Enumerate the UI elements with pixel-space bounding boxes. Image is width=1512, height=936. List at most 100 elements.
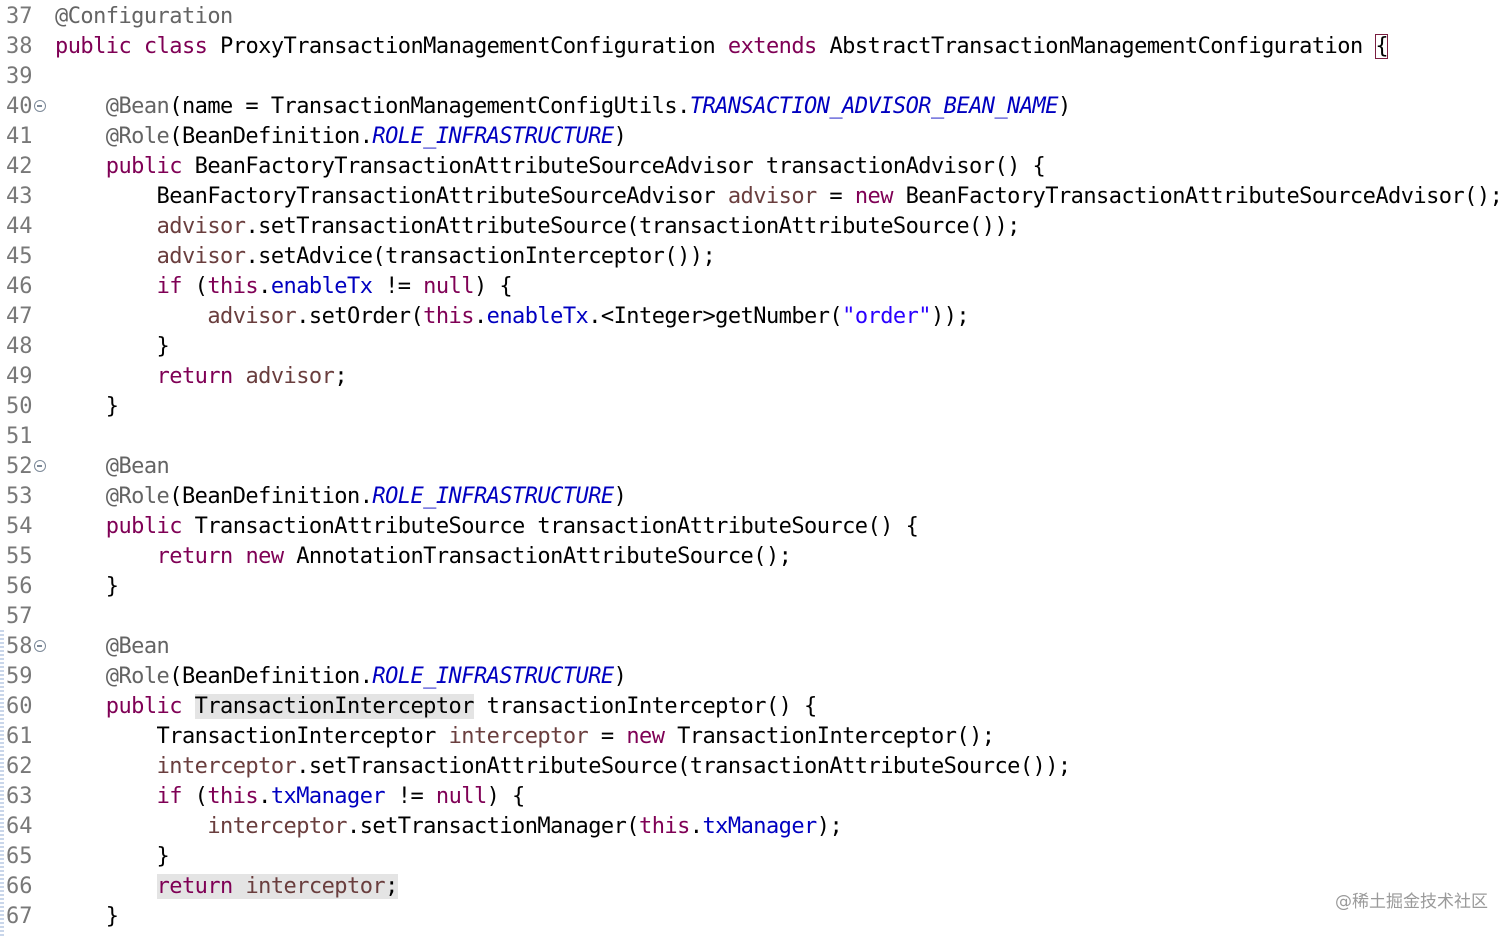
code-line[interactable]: 53 @Role(BeanDefinition.ROLE_INFRASTRUCT… xyxy=(0,482,1512,512)
code-line[interactable]: 60 public TransactionInterceptor transac… xyxy=(0,692,1512,722)
code-line[interactable]: 41 @Role(BeanDefinition.ROLE_INFRASTRUCT… xyxy=(0,122,1512,152)
code-line[interactable]: 37@Configuration xyxy=(0,2,1512,32)
code-text: public TransactionInterceptor transactio… xyxy=(55,692,817,722)
code-token: ; xyxy=(385,874,398,899)
code-token: if xyxy=(156,784,183,809)
line-number: 38 xyxy=(6,34,33,59)
code-token: null xyxy=(435,784,487,809)
code-text: @Bean xyxy=(55,632,170,662)
code-text: @Role(BeanDefinition.ROLE_INFRASTRUCTURE… xyxy=(55,482,627,512)
code-token: (BeanDefinition. xyxy=(169,484,373,509)
code-line[interactable]: 56 } xyxy=(0,572,1512,602)
code-token xyxy=(55,874,157,899)
code-text: advisor.setOrder(this.enableTx.<Integer>… xyxy=(55,302,969,332)
code-token xyxy=(55,304,207,329)
code-line[interactable]: 43 BeanFactoryTransactionAttributeSource… xyxy=(0,182,1512,212)
line-number: 65 xyxy=(6,844,33,869)
code-text: advisor.setTransactionAttributeSource(tr… xyxy=(55,212,1021,242)
code-text: if (this.txManager != null) { xyxy=(55,782,526,812)
code-token: != xyxy=(372,274,424,299)
code-line[interactable]: 59 @Role(BeanDefinition.ROLE_INFRASTRUCT… xyxy=(0,662,1512,692)
code-line[interactable]: 65 } xyxy=(0,842,1512,872)
code-token xyxy=(55,814,207,839)
code-line[interactable]: 66 return interceptor; xyxy=(0,872,1512,902)
code-token: advisor xyxy=(156,244,246,269)
code-token xyxy=(55,94,106,119)
code-token: .setOrder( xyxy=(296,304,424,329)
code-line[interactable]: 64 interceptor.setTransactionManager(thi… xyxy=(0,812,1512,842)
code-token: .setTransactionAttributeSource(transacti… xyxy=(296,754,1071,779)
code-line[interactable]: 57 xyxy=(0,602,1512,632)
code-token: } xyxy=(55,334,170,359)
code-line[interactable]: 39 xyxy=(0,62,1512,92)
code-token xyxy=(131,34,144,59)
code-text: BeanFactoryTransactionAttributeSourceAdv… xyxy=(55,182,1503,212)
code-line[interactable]: 40 @Bean(name = TransactionManagementCon… xyxy=(0,92,1512,122)
code-token xyxy=(232,874,246,899)
code-token: new xyxy=(854,184,894,209)
code-token: public xyxy=(105,514,183,539)
fold-collapse-icon[interactable] xyxy=(34,640,46,652)
code-line[interactable]: 47 advisor.setOrder(this.enableTx.<Integ… xyxy=(0,302,1512,332)
code-token: (BeanDefinition. xyxy=(169,664,373,689)
line-number: 66 xyxy=(6,874,33,899)
code-token: TRANSACTION_ADVISOR_BEAN_NAME xyxy=(689,94,1059,119)
code-token: ) xyxy=(613,664,627,689)
code-token: null xyxy=(423,274,474,299)
line-number: 59 xyxy=(6,664,33,689)
code-token: advisor xyxy=(245,364,335,389)
code-token xyxy=(55,484,106,509)
code-token: public xyxy=(55,34,132,59)
code-token: public xyxy=(105,154,183,179)
code-line[interactable]: 49 return advisor; xyxy=(0,362,1512,392)
code-token xyxy=(233,544,246,569)
code-token: TransactionInterceptor xyxy=(55,724,449,749)
code-line[interactable]: 55 return new AnnotationTransactionAttri… xyxy=(0,542,1512,572)
code-line[interactable]: 63 if (this.txManager != null) { xyxy=(0,782,1512,812)
line-number: 67 xyxy=(6,904,33,929)
code-token xyxy=(55,244,157,269)
code-line[interactable]: 44 advisor.setTransactionAttributeSource… xyxy=(0,212,1512,242)
code-token xyxy=(55,274,157,299)
code-token xyxy=(55,784,157,809)
code-text: } xyxy=(55,572,119,602)
code-token: txManager xyxy=(702,814,817,839)
code-line[interactable]: 50 } xyxy=(0,392,1512,422)
line-number: 40 xyxy=(6,94,33,119)
code-line[interactable]: 54 public TransactionAttributeSource tra… xyxy=(0,512,1512,542)
line-number: 55 xyxy=(6,544,33,569)
code-token xyxy=(55,634,106,659)
code-token: BeanFactoryTransactionAttributeSourceAdv… xyxy=(181,154,1046,179)
code-text: @Role(BeanDefinition.ROLE_INFRASTRUCTURE… xyxy=(55,122,627,152)
code-line[interactable]: 51 xyxy=(0,422,1512,452)
code-line[interactable]: 67 } xyxy=(0,902,1512,932)
line-number: 62 xyxy=(6,754,33,779)
code-line[interactable]: 45 advisor.setAdvice(transactionIntercep… xyxy=(0,242,1512,272)
line-number: 60 xyxy=(6,694,33,719)
code-token: != xyxy=(385,784,436,809)
code-text: } xyxy=(55,392,119,422)
code-line[interactable]: 52 @Bean xyxy=(0,452,1512,482)
code-line[interactable]: 58 @Bean xyxy=(0,632,1512,662)
line-number: 41 xyxy=(6,124,33,149)
code-line[interactable]: 62 interceptor.setTransactionAttributeSo… xyxy=(0,752,1512,782)
fold-collapse-icon[interactable] xyxy=(34,460,46,472)
code-line[interactable]: 46 if (this.enableTx != null) { xyxy=(0,272,1512,302)
code-token: extends xyxy=(727,34,817,59)
code-token: ROLE_INFRASTRUCTURE xyxy=(372,664,614,689)
code-line[interactable]: 48 } xyxy=(0,332,1512,362)
code-token: TransactionAttributeSource transactionAt… xyxy=(181,514,919,539)
code-line[interactable]: 42 public BeanFactoryTransactionAttribut… xyxy=(0,152,1512,182)
code-line[interactable]: 61 TransactionInterceptor interceptor = … xyxy=(0,722,1512,752)
fold-collapse-icon[interactable] xyxy=(34,100,46,112)
code-token: ) { xyxy=(486,784,526,809)
code-token: interceptor xyxy=(245,874,386,899)
code-token xyxy=(55,364,157,389)
line-number: 42 xyxy=(6,154,33,179)
line-number: 50 xyxy=(6,394,33,419)
code-token: @Configuration xyxy=(55,4,233,29)
line-number: 54 xyxy=(6,514,33,539)
code-token: . xyxy=(689,814,703,839)
